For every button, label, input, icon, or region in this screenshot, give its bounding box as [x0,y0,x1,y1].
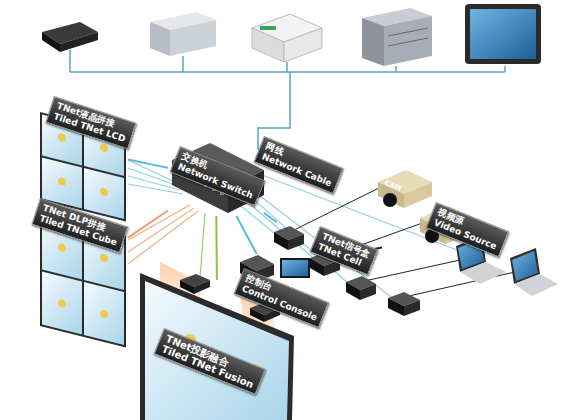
cable-bundle-part [245,200,318,262]
cable-connector [216,216,218,280]
cable-line [264,213,277,222]
projector-part [250,308,264,322]
top-bus-wire-part [286,62,288,72]
cable-line [128,210,168,237]
top-bus-wire-part [395,66,397,72]
cable-connector [128,159,168,167]
tnet-cell-box-part [274,232,288,250]
laptop-part [514,274,558,296]
encoder-box [252,14,322,62]
encoder-box-part [252,28,284,62]
cable-bundle-part [128,205,190,240]
control-console-part [282,260,308,276]
label-band: TNet DLP拼接Tiled TNet Cube [31,198,128,253]
top-bus-wire [70,50,505,150]
dlp-cube-wall-part [100,309,108,319]
rack-server [362,8,432,66]
switch-node: 交换机Network Switch [168,140,264,216]
label-band: TNet投影融合Tiled TNet Fusion [154,328,267,395]
video-wire-part [290,185,385,232]
cable-connector [236,216,256,254]
label-band: TNet液晶拼接Tiled TNet LCD [45,96,136,150]
cable-connector [128,210,168,237]
lcd-wall-part [58,132,66,142]
server-box-part [150,22,170,56]
cable-label-band: 网线Network Cable [254,136,345,194]
video-wire-part [360,260,460,282]
tablet-device [465,4,541,64]
cable-line [236,216,256,254]
lcd-wall-node: TNet液晶拼接Tiled TNet LCD [38,96,128,204]
set-top-box-part [42,32,60,52]
dlp-cube-wall-part [100,253,108,263]
dlp-cube-wall-part [58,242,66,252]
set-top-box-part [60,32,98,52]
laptop-part [460,262,506,284]
top-bus-wire-part [69,50,71,72]
tnet-cell-box-part [310,258,324,276]
tnet-cell-box-part [404,300,420,316]
cable-line [128,159,168,167]
dlp-cube-wall-part [42,271,82,334]
video-wire-part [400,272,515,298]
cable-line [215,216,218,280]
server-box-part [170,20,216,56]
rack-server-part [384,16,432,66]
cell-node: TNet信号盒TNet Cell [270,222,382,294]
lcd-wall-part [100,143,108,153]
rack-server-part [388,38,428,46]
tnet-cell-box-part [346,282,360,300]
lcd-wall-part [100,187,108,197]
tnet-cell-box-part [388,298,404,316]
cable-bundle-part [200,213,205,278]
tablet-device-part [470,9,536,59]
cable-bundle-part [128,211,198,264]
label-band: TNet信号盒TNet Cell [310,226,379,276]
rack-server-part [362,18,384,66]
cable-label: Network Cable [260,151,333,189]
projector-part [180,280,194,294]
english-label: Control Console [240,283,319,323]
top-bus-wire-part [182,56,184,72]
dlp-cube-wall-part [84,282,124,345]
tnet-cell-box-part [360,284,376,300]
projector-part [194,280,210,294]
cable-connector [264,213,277,222]
dlp-wall-node: TNet DLP拼接Tiled TNet Cube [38,204,128,332]
lcd-wall-part [84,168,124,219]
cable-bundle-part [128,208,194,252]
label-band: 控制台Control Console [234,268,330,329]
english-label: Network Switch [176,161,254,201]
dlp-cube-wall-part [58,298,66,308]
top-bus-wire-part [504,66,506,72]
camera-label: CAM [383,179,402,193]
encoder-box-part [284,28,322,62]
control-console-part [280,258,310,278]
label-band: 交换机Network Switch [170,146,266,206]
server-box [150,12,216,56]
set-top-box [42,22,98,52]
fusion-node: TNet投影融合Tiled TNet Fusion [140,280,295,418]
camera-part [383,193,397,207]
camera-part [404,182,432,208]
tnet-cell-box-part [288,234,304,250]
console-node: 控制台Control Console [236,254,314,322]
tablet-device-part [465,4,541,64]
lcd-wall-part [58,176,66,186]
label-band: 视频源Video Source [426,202,509,257]
rack-server-part [388,28,428,36]
encoder-box-part [260,26,276,30]
